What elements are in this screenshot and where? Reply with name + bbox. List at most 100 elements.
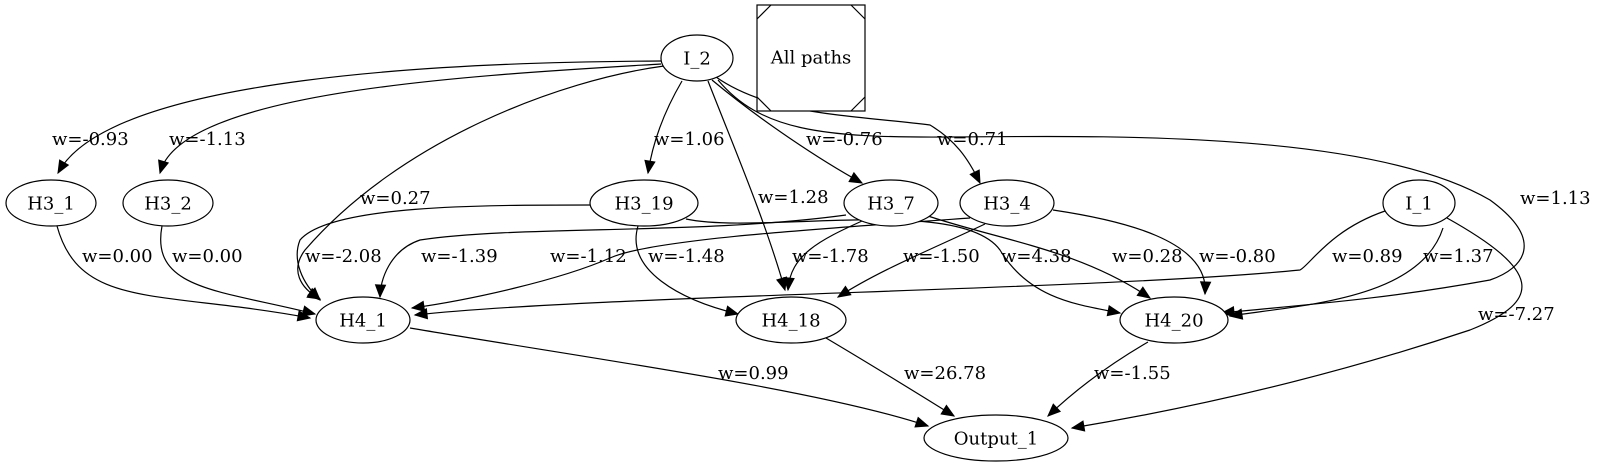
edge-arrowhead [1070, 420, 1086, 432]
edge-line [1229, 227, 1444, 317]
edge-h3-2-to-h4-1: w=0.00 [160, 225, 317, 317]
edge-i-2-to-h4-18: w=1.28 [707, 80, 829, 292]
edge-line [837, 223, 986, 298]
edge-weight-label: w=1.13 [1520, 188, 1591, 209]
node-label: H3_7 [867, 194, 915, 215]
node-h4-20: H4_20 [1119, 296, 1229, 344]
edge-line [160, 225, 316, 315]
edge-line [297, 65, 665, 300]
edge-weight-label: w=4.38 [1001, 246, 1072, 267]
edge-weight-label: w=0.89 [1332, 246, 1403, 267]
node-ellipse [959, 179, 1055, 227]
edge-line [414, 210, 1386, 316]
edge-arrowhead [1220, 306, 1236, 318]
edge-arrowhead [1199, 281, 1212, 296]
edge-arrowhead [644, 159, 656, 175]
edge-h3-19-to-h4-18: w=-1.48 [635, 225, 740, 317]
edge-weight-label: w=0.99 [718, 363, 789, 384]
node-ellipse [589, 179, 699, 227]
node-label: H3_4 [983, 194, 1031, 215]
edge-arrowhead [783, 277, 795, 292]
edge-i-1-to-output-1: w=-7.27 [1070, 217, 1555, 432]
edge-weight-label: w=0.71 [937, 129, 1008, 150]
edge-i-1-to-h4-1: w=0.89 [413, 210, 1403, 320]
edge-arrowhead [914, 416, 930, 428]
edge-arrowhead [1047, 403, 1062, 417]
edge-weight-label: w=1.28 [758, 187, 829, 208]
edge-arrowhead [413, 307, 429, 320]
node-output-1: Output_1 [923, 414, 1069, 462]
edge-weight-label: w=-0.93 [52, 129, 129, 150]
node-label: H4_20 [1144, 311, 1203, 332]
edge-h4-20-to-output-1: w=-1.55 [1047, 341, 1171, 417]
node-label: I_1 [1405, 194, 1433, 215]
edge-line [159, 63, 662, 174]
edge-arrowhead [1136, 286, 1152, 299]
node-h3-2: H3_2 [122, 179, 214, 227]
legend-box: All paths [756, 4, 866, 112]
edge-weight-label: w=0.00 [172, 246, 243, 267]
edge-line [825, 337, 955, 417]
node-i-2: I_2 [660, 34, 734, 82]
node-label: H4_1 [339, 311, 387, 332]
node-ellipse [660, 34, 734, 82]
edge-h3-1-to-h4-1: w=0.00 [56, 225, 312, 322]
nodes-layer: I_2I_1 H3_1 H3_2 H3_19 H3_7 H3_4H4_1 H4_18 H4_2… [5, 34, 1456, 462]
edge-arrowhead [301, 305, 317, 317]
edge-h3-19-to-h4-1: w=-2.08 [296, 204, 591, 301]
node-ellipse [5, 179, 97, 227]
edge-h3-7-to-h4-1: w=-1.39 [374, 214, 847, 299]
edge-i-2-to-h3-2: w=-1.13 [158, 63, 662, 175]
edge-line [57, 60, 662, 174]
edge-h4-18-to-output-1: w=26.78 [825, 337, 986, 417]
edge-weight-label: w=-1.55 [1094, 363, 1171, 384]
edge-weight-label: w=-0.76 [806, 129, 883, 150]
node-ellipse [1119, 296, 1229, 344]
legend-label: All paths [770, 48, 852, 69]
edge-weight-label: w=1.37 [1423, 246, 1494, 267]
node-ellipse [315, 296, 411, 344]
edge-arrowhead [940, 404, 956, 417]
node-label: H3_19 [614, 194, 673, 215]
node-i-1: I_1 [1382, 179, 1456, 227]
edge-i-2-to-h3-1: w=-0.93 [52, 60, 662, 175]
edge-weight-label: w=-1.50 [903, 246, 980, 267]
edge-line [707, 80, 786, 291]
edge-h4-1-to-output-1: w=0.99 [409, 327, 930, 428]
edge-weight-label: w=26.78 [904, 363, 986, 384]
edge-h3-4-to-h4-18: w=-1.50 [836, 223, 986, 298]
node-label: Output_1 [954, 429, 1038, 450]
edge-weight-label: w=-1.12 [550, 246, 627, 267]
edge-weight-label: w=0.00 [82, 246, 153, 267]
edge-arrowhead [836, 285, 852, 298]
node-h4-18: H4_18 [735, 296, 847, 344]
edge-weight-label: w=-1.78 [792, 246, 869, 267]
node-h3-19: H3_19 [589, 179, 699, 227]
edge-line [1052, 209, 1206, 295]
edge-line [717, 79, 1525, 314]
edge-arrowhead [1106, 304, 1122, 317]
node-label: H3_1 [27, 194, 75, 215]
edge-weight-label: w=-1.48 [648, 246, 725, 267]
edge-line [635, 225, 739, 315]
node-ellipse [735, 296, 847, 344]
edge-line [1071, 217, 1523, 429]
node-label: I_2 [683, 49, 711, 70]
edge-arrowhead [57, 159, 70, 175]
edge-weight-label: w=-2.08 [305, 246, 382, 267]
node-ellipse [843, 179, 939, 227]
edge-arrowhead [374, 284, 387, 299]
edge-arrowhead [848, 171, 864, 184]
node-h4-1: H4_1 [315, 296, 411, 344]
edge-h3-19-to-h4-20: w=4.38 [685, 218, 1122, 317]
node-ellipse [923, 414, 1069, 462]
node-h3-4: H3_4 [959, 179, 1055, 227]
edge-weight-label: w=0.28 [1112, 246, 1183, 267]
edge-weight-label: w=-1.39 [421, 246, 498, 267]
edge-arrowhead [307, 287, 321, 301]
edge-line [379, 214, 847, 298]
edge-h3-4-to-h4-1: w=-1.12 [410, 217, 971, 312]
edge-line [411, 217, 971, 309]
node-label: H4_18 [761, 311, 820, 332]
